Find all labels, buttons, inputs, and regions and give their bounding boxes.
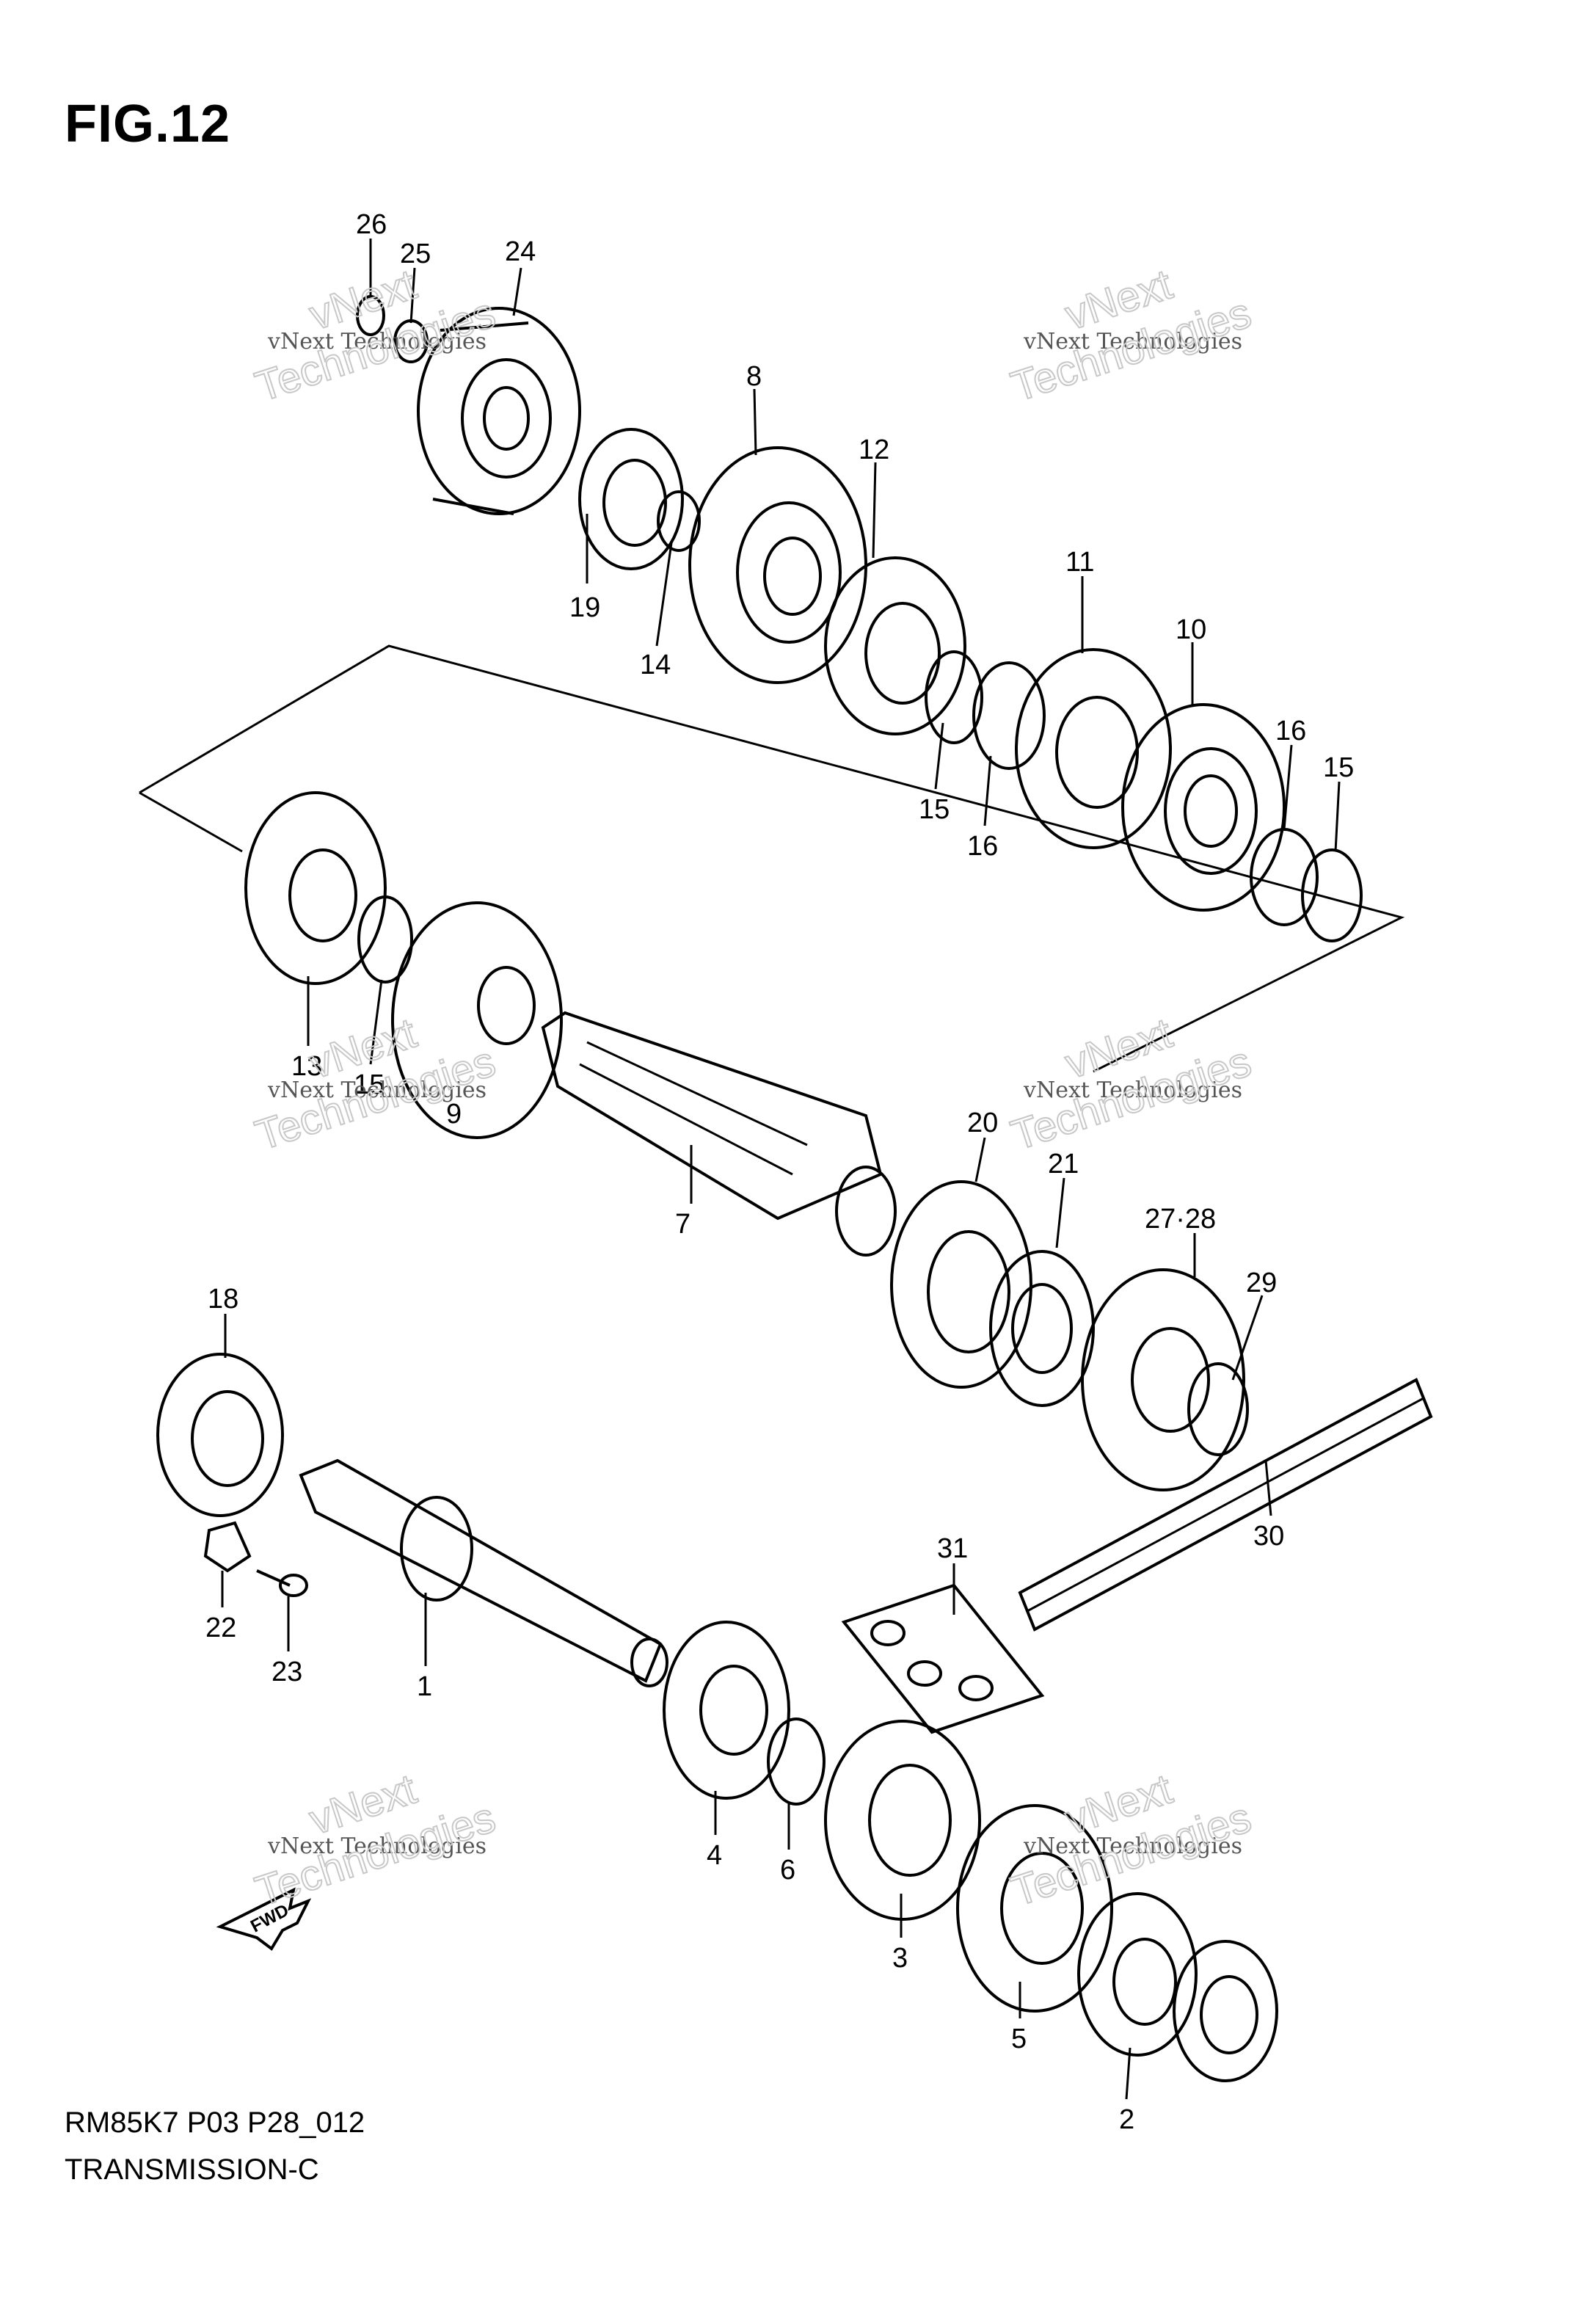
part-7-counter-shaft <box>541 1011 897 1257</box>
callout-12: 12 <box>859 435 889 465</box>
assembly-outline-left <box>139 791 243 853</box>
callout-22: 22 <box>205 1613 236 1643</box>
callout-3: 3 <box>892 1943 908 1974</box>
part-5-gear <box>956 1804 1113 2013</box>
callout-29: 29 <box>1246 1268 1277 1298</box>
part-31-chain-joint <box>841 1583 1045 1734</box>
callout-9: 9 <box>446 1099 462 1130</box>
callout-14: 14 <box>640 650 671 680</box>
callout-2: 2 <box>1119 2104 1134 2135</box>
figure-title: FIG.12 <box>65 95 231 153</box>
svg-text:vNext Technologies: vNext Technologies <box>267 329 487 355</box>
svg-text:vNext Technologies: vNext Technologies <box>1023 1833 1242 1859</box>
callout-19: 19 <box>569 592 600 623</box>
part-14-washer <box>657 490 701 552</box>
part-bearing-right <box>1173 1940 1278 2082</box>
part-8-gear <box>688 446 867 684</box>
part-23-screw <box>256 1569 308 1597</box>
callout-21: 21 <box>1048 1149 1079 1179</box>
part-21-oil-seal <box>989 1250 1095 1407</box>
part-20-bearing <box>890 1180 1032 1389</box>
part-24-gear <box>417 307 581 515</box>
figure-name: TRANSMISSION-C <box>65 2153 319 2186</box>
callout-7: 7 <box>675 1209 690 1240</box>
callout-15-mid: 15 <box>919 794 950 825</box>
part-15-circlip-c <box>357 895 413 984</box>
callout-1: 1 <box>417 1671 432 1702</box>
callout-15-right: 15 <box>1323 752 1354 783</box>
figure-code: RM85K7 P03 P28_012 <box>65 2106 365 2139</box>
svg-text:vNext Technologies: vNext Technologies <box>267 1833 487 1859</box>
part-1-drive-shaft <box>299 1458 668 1687</box>
part-3-gear <box>824 1720 981 1921</box>
callout-16-mid: 16 <box>967 831 998 862</box>
callout-20: 20 <box>967 1108 998 1138</box>
callout-labels: 26 25 24 8 12 19 14 11 10 16 15 15 16 13… <box>205 209 1354 2135</box>
part-15-circlip-b <box>1301 848 1363 942</box>
part-19-bearing <box>578 428 684 570</box>
part-29-circlip <box>1187 1362 1249 1456</box>
callout-5: 5 <box>1011 2024 1027 2054</box>
callout-31: 31 <box>937 1533 968 1564</box>
callout-27-28: 27·28 <box>1145 1204 1216 1235</box>
callout-8: 8 <box>746 361 762 392</box>
part-2-gear <box>1077 1892 1198 2057</box>
part-10-gear <box>1121 703 1286 912</box>
callout-25: 25 <box>400 239 431 269</box>
part-15-circlip-a <box>925 650 983 744</box>
callout-23: 23 <box>272 1657 302 1687</box>
callout-13: 13 <box>291 1051 322 1082</box>
svg-text:vNext Technologies: vNext Technologies <box>1023 1077 1242 1103</box>
callout-16-right: 16 <box>1275 716 1306 746</box>
watermark-group: vNext Technologies vNext Technologies vN… <box>249 260 1257 1916</box>
callout-10: 10 <box>1176 614 1206 645</box>
assembly-outline <box>139 644 1405 1073</box>
callout-26: 26 <box>356 209 387 240</box>
svg-text:vNext Technologies: vNext Technologies <box>267 1077 487 1103</box>
callout-4: 4 <box>707 1840 722 1871</box>
part-22-bearing-retainer <box>203 1521 252 1573</box>
callout-6: 6 <box>780 1855 795 1886</box>
part-4-gear <box>663 1621 790 1800</box>
part-11-gear <box>1015 648 1172 849</box>
part-16-washer-a <box>972 661 1046 770</box>
callout-24: 24 <box>505 236 536 267</box>
callout-15-left: 15 <box>354 1069 385 1100</box>
part-9-gear <box>391 901 563 1139</box>
leader-lines <box>221 239 1341 2100</box>
part-30-drive-chain <box>1018 1378 1433 1632</box>
callout-18: 18 <box>208 1284 238 1315</box>
part-6-circlip <box>767 1717 826 1806</box>
part-12-gear <box>824 556 966 735</box>
part-13-gear <box>244 791 387 985</box>
part-27-28-sprocket <box>1081 1268 1245 1491</box>
callout-30: 30 <box>1253 1521 1284 1552</box>
callout-11: 11 <box>1065 547 1094 578</box>
svg-text:vNext Technologies: vNext Technologies <box>1023 329 1242 355</box>
part-18-bearing <box>156 1353 284 1517</box>
